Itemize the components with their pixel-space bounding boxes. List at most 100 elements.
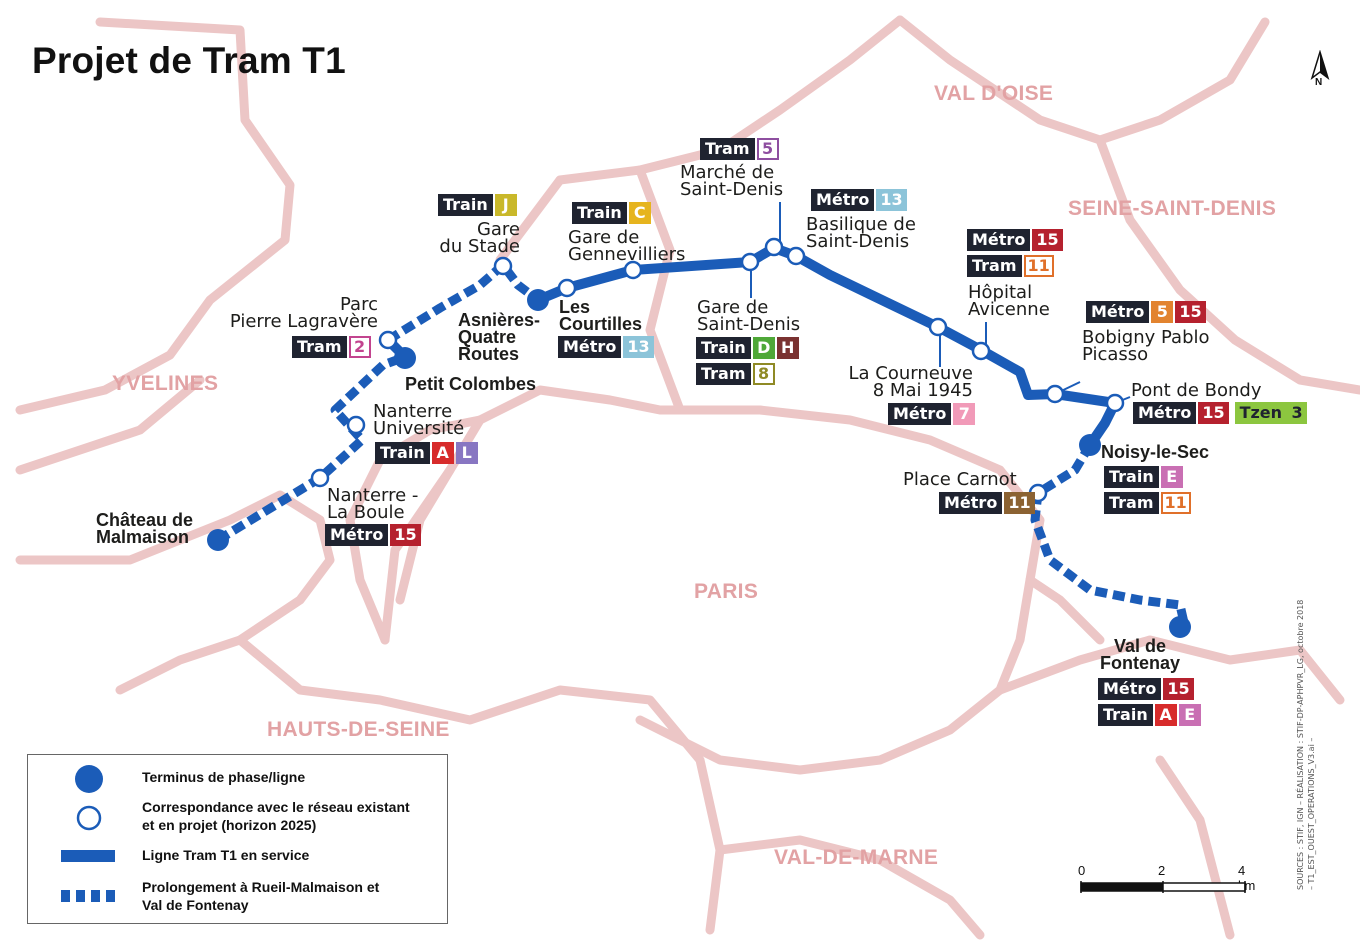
station-node-pont-bondy [1105, 393, 1125, 413]
station-node-gennevilliers [623, 260, 643, 280]
station-label-chateau: Château de Malmaison [96, 510, 194, 547]
badge-line: 11 [1023, 255, 1054, 277]
badge-line: 11 [1160, 492, 1191, 514]
tram-line-extension [215, 260, 1190, 628]
region-hauts-de-seine: HAUTS-DE-SEINE [267, 718, 450, 741]
badge-line: 15 [1175, 301, 1206, 323]
scale-label-zero: 0 [1078, 863, 1086, 878]
legend-correspondance-icon [76, 805, 102, 831]
badge-mode: Métro [967, 229, 1031, 251]
badge-line: E [1178, 704, 1201, 726]
correspondance-stations [310, 237, 1125, 503]
station-node-bobigny [1045, 384, 1065, 404]
legend-terminus-icon [75, 765, 103, 793]
station-label-nanterre-univ: Nanterre Université [373, 401, 465, 439]
station-label-val-fontenay: Val de Fontenay [1099, 636, 1180, 673]
north-arrow-icon: N [1308, 49, 1332, 96]
badge-mode: Tram [696, 363, 751, 385]
legend-line-icon [61, 850, 115, 862]
badge-mode: Métro [1098, 678, 1162, 700]
station-label-place-carnot: Place Carnot [903, 469, 1017, 490]
station-label-nanterre-boule: Nanterre - La Boule [327, 485, 419, 523]
badge-line: L [455, 442, 478, 464]
badge-line: 15 [1198, 402, 1229, 424]
badge-line: 15 [390, 524, 421, 546]
station-node-nanterre-boule [310, 468, 330, 488]
station-label-marche-st-denis: Marché de Saint-Denis [680, 162, 784, 200]
badge-mode: Métro [325, 524, 389, 546]
badge-mode: Métro [939, 492, 1003, 514]
badge-mode: Tram [700, 138, 755, 160]
badge-mode: Tzen [1234, 402, 1288, 424]
badge-mode: Métro [811, 189, 875, 211]
north-letter: N [1315, 77, 1323, 88]
badge-line: 15 [1032, 229, 1063, 251]
badge-line: 7 [953, 403, 976, 425]
badge-line: A [1154, 704, 1177, 726]
legend-extension-label: Prolongement à Rueil-Malmaison et Val de… [142, 879, 380, 913]
station-label-courtilles: Les Courtilles [559, 297, 643, 334]
station-label-gennevilliers: Gare de Gennevilliers [568, 227, 686, 265]
badge-line: D [752, 337, 775, 359]
badge-mode: Métro [888, 403, 952, 425]
station-label-basilique: Basilique de Saint-Denis [806, 214, 916, 252]
badge-mode: Tram [967, 255, 1022, 277]
badge-mode: Train [572, 202, 627, 224]
scale-label-mid: 2 [1158, 863, 1166, 878]
legend-terminus-label: Terminus de phase/ligne [142, 769, 306, 785]
badge-mode: Train [438, 194, 493, 216]
terminus-chateau [207, 529, 229, 551]
station-node-marche [764, 237, 784, 257]
badge-mode: Métro [558, 336, 622, 358]
sources-text: SOURCES : STIF, IGN – RÉALISATION : STIF… [1296, 599, 1316, 890]
terminus-val-fontenay [1169, 616, 1191, 638]
station-label-courneuve: La Courneuve 8 Mai 1945 [848, 363, 973, 401]
badge-mode: Train [375, 442, 430, 464]
station-node-gare-st-denis [740, 252, 760, 272]
region-seine-saint-denis: SEINE-SAINT-DENIS [1068, 197, 1277, 220]
badge-line: 2 [348, 336, 371, 358]
badge-line: 11 [1004, 492, 1035, 514]
badge-mode: Train [1104, 466, 1159, 488]
station-label-avicenne: Hôpital Avicenne [968, 282, 1050, 320]
badge-line: A [431, 442, 454, 464]
station-label-parc-lagravere: Parc Pierre Lagravère [229, 294, 378, 332]
region-val-de-marne: VAL-DE-MARNE [774, 846, 939, 869]
station-label-bobigny: Bobigny Pablo Picasso [1082, 327, 1210, 365]
station-label-noisy: Noisy-le-Sec [1101, 442, 1210, 462]
station-node-basilique [786, 246, 806, 266]
badge-mode: Train [696, 337, 751, 359]
badge-line: H [776, 337, 799, 359]
badge-line: 15 [1163, 678, 1194, 700]
station-node-courneuve [928, 317, 948, 337]
